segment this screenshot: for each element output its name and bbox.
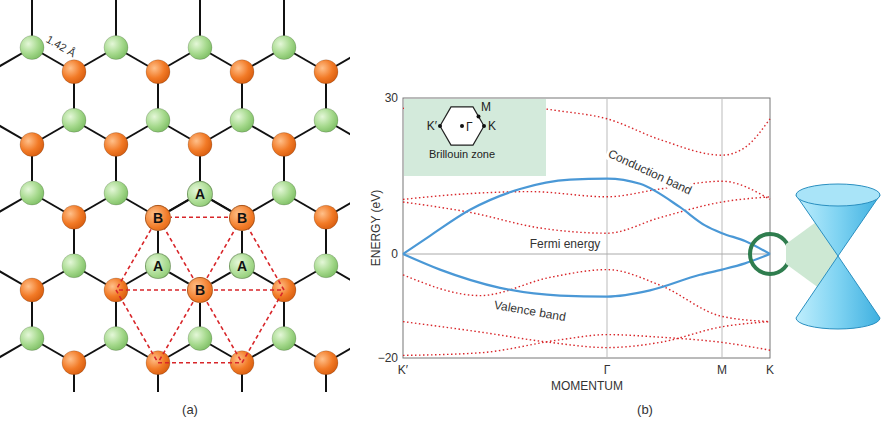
fermi-line <box>403 254 770 255</box>
symmetry-point <box>482 124 486 128</box>
carbon-atom <box>146 108 170 132</box>
carbon-atom <box>104 36 128 60</box>
band-curve <box>403 181 770 199</box>
sublattice-label: A <box>153 259 163 273</box>
carbon-atom <box>314 108 338 132</box>
tick-label: 30 <box>385 91 398 105</box>
cone-rim <box>796 184 880 206</box>
carbon-atom <box>230 351 254 375</box>
sublattice-label: A <box>237 259 247 273</box>
carbon-atom <box>188 36 212 60</box>
symmetry-line <box>722 98 723 358</box>
carbon-atom <box>314 254 338 278</box>
carbon-atom <box>272 133 296 157</box>
panel-label: (b) <box>637 403 653 417</box>
lattice-bond <box>211 200 230 211</box>
band-curve <box>403 335 770 356</box>
carbon-atom: B <box>229 205 255 231</box>
symmetry-point <box>460 124 464 128</box>
carbon-atom: A <box>145 253 171 279</box>
axis-title: MOMENTUM <box>551 379 623 393</box>
symmetry-point <box>438 124 442 128</box>
k-point-label: K <box>766 363 774 377</box>
inset-label: Brillouin zone <box>426 148 498 160</box>
lattice-bond <box>157 231 159 254</box>
k-point-label: K′ <box>398 363 408 377</box>
axis-title: ENERGY (eV) <box>369 190 383 266</box>
carbon-atom: B <box>145 205 171 231</box>
carbon-atom <box>104 181 128 205</box>
carbon-atom <box>230 108 254 132</box>
carbon-atom <box>272 36 296 60</box>
band-label: Conduction band <box>604 146 696 199</box>
band-label: Valence band <box>491 297 569 324</box>
brillouin-inset: M K′ Γ K Brillouin zone <box>404 99 546 176</box>
carbon-atom: A <box>229 253 255 279</box>
carbon-atom <box>20 181 44 205</box>
band-label: Fermi energy <box>528 237 603 251</box>
carbon-atom <box>146 60 170 84</box>
plot-frame <box>403 98 770 358</box>
carbon-atom: A <box>187 181 213 207</box>
dashed-hexagon <box>116 217 284 362</box>
lattice-bond <box>169 200 188 211</box>
carbon-atom <box>314 205 338 229</box>
carbon-atom <box>188 327 212 351</box>
symmetry-point <box>477 114 481 118</box>
inset-label: Γ <box>466 121 473 134</box>
carbon-atom <box>62 108 86 132</box>
carbon-atom <box>20 327 44 351</box>
carbon-atom <box>62 60 86 84</box>
carbon-atom <box>272 327 296 351</box>
carbon-atom <box>20 278 44 302</box>
carbon-atom <box>62 351 86 375</box>
sublattice-label: A <box>195 187 205 201</box>
k-point-label: Γ <box>604 363 611 377</box>
carbon-atom <box>20 133 44 157</box>
sublattice-label: B <box>195 283 205 297</box>
inset-label: K <box>488 120 496 133</box>
carbon-atom <box>314 60 338 84</box>
pi-band <box>403 254 770 297</box>
hexagon-outline <box>440 107 484 145</box>
lattice-bond <box>211 272 230 283</box>
band-curve <box>403 197 770 233</box>
carbon-atom <box>272 181 296 205</box>
bond-length: 1.42 Å <box>44 32 79 60</box>
band-plot <box>403 98 790 358</box>
carbon-atom <box>62 205 86 229</box>
carbon-atom <box>188 133 212 157</box>
carbon-atom: B <box>187 277 213 303</box>
tick-label: 0 <box>391 247 398 261</box>
sublattice-label: B <box>153 211 163 225</box>
symmetry-line <box>607 98 608 358</box>
inset-label: M <box>481 101 491 114</box>
tick-label: −20 <box>378 351 398 365</box>
lower-cone <box>796 256 880 329</box>
panel-label: (a) <box>182 403 198 417</box>
dirac-point-ring <box>750 234 790 274</box>
carbon-atom <box>20 36 44 60</box>
carbon-atom <box>104 327 128 351</box>
unit-cell-lines <box>116 217 284 362</box>
lattice <box>0 0 350 392</box>
carbon-atom <box>314 351 338 375</box>
band-curve <box>403 322 770 348</box>
carbon-atom <box>230 60 254 84</box>
inset-label: K′ <box>427 120 437 133</box>
carbon-atom <box>62 254 86 278</box>
k-point-label: M <box>717 363 727 377</box>
carbon-atom <box>104 133 128 157</box>
sublattice-label: B <box>237 211 247 225</box>
pi-band <box>403 179 770 254</box>
lattice-bond <box>169 272 188 283</box>
lattice-bond <box>241 231 243 254</box>
dirac-cone <box>786 184 880 329</box>
